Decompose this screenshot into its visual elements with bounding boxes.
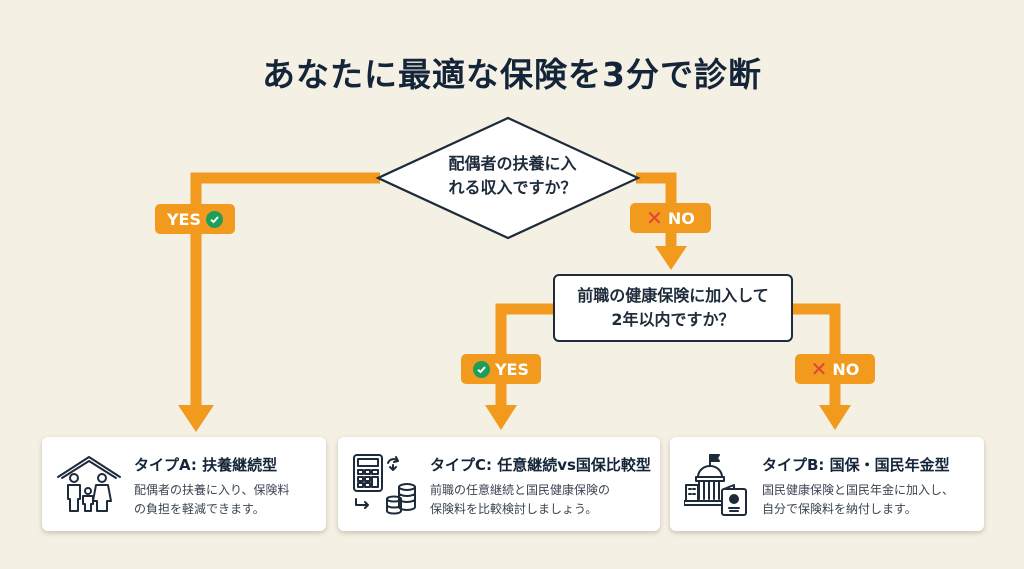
no-label: NO (832, 359, 860, 379)
cross-icon: ✕ (810, 357, 828, 381)
yes-label: YES (166, 209, 202, 229)
question2-no-badge: ✕ NO (795, 354, 875, 384)
arrowhead-to-card-a (178, 405, 214, 432)
result-card-type-b[interactable]: タイプB: 国保・国民年金型 国民健康保険と国民年金に加入し、 自分で保険料を納… (670, 437, 984, 531)
question1-line2: れる収入ですか？ (448, 178, 577, 197)
result-description-line1: 前職の任意継続と国民健康保険の (430, 483, 611, 497)
connector-q1-yes (190, 172, 380, 408)
arrowhead-to-question2 (655, 246, 687, 270)
question2-line1: 前職の健康保険に加入して (577, 286, 769, 305)
result-description: 国民健康保険と国民年金に加入し、 自分で保険料を納付します。 (762, 481, 954, 519)
government-building-icon (684, 454, 747, 516)
result-title: タイプA: 扶養継続型 (134, 456, 278, 474)
question1-text: 配偶者の扶養に入 れる収入ですか？ (410, 152, 615, 200)
result-description: 配偶者の扶養に入り、保険料 の負担を軽減できます。 (134, 481, 290, 519)
result-title: タイプB: 国保・国民年金型 (762, 456, 950, 474)
result-card-type-c[interactable]: タイプC: 任意継続vs国保比較型 前職の任意継続と国民健康保険の 保険料を比較… (338, 437, 660, 531)
arrowhead-to-card-c (485, 405, 517, 430)
check-circle-icon (472, 360, 490, 378)
result-description-line2: の負担を軽減できます。 (134, 502, 265, 516)
check-circle-icon (206, 210, 224, 228)
calculator-coins-icon (353, 454, 416, 515)
question2-line2: 2年以内ですか？ (611, 310, 735, 329)
yes-label: YES (494, 359, 530, 379)
result-description: 前職の任意継続と国民健康保険の 保険料を比較検討しましょう。 (430, 481, 610, 519)
result-title: タイプC: 任意継続vs国保比較型 (430, 456, 651, 474)
result-description-line2: 自分で保険料を納付します。 (762, 502, 917, 516)
question2-yes-badge: YES (461, 354, 541, 384)
result-description-line1: 配偶者の扶養に入り、保険料 (134, 483, 290, 497)
cross-icon: ✕ (646, 206, 663, 230)
arrowhead-to-card-b (819, 405, 851, 430)
question1-diamond (375, 116, 641, 240)
no-label: NO (667, 208, 695, 228)
question1-no-badge: ✕ NO (630, 203, 711, 233)
question2-box: 前職の健康保険に加入して 2年以内ですか？ (553, 274, 793, 342)
result-description-line2: 保険料を比較検討しましょう。 (430, 502, 598, 516)
family-house-icon (57, 456, 121, 512)
question1-line1: 配偶者の扶養に入 (448, 154, 577, 173)
result-description-line1: 国民健康保険と国民年金に加入し、 (762, 483, 955, 497)
result-card-type-a[interactable]: タイプA: 扶養継続型 配偶者の扶養に入り、保険料 の負担を軽減できます。 (42, 437, 326, 531)
question1-yes-badge: YES (155, 204, 235, 234)
page-title: あなたに最適な保険を3分で診断 (262, 55, 762, 94)
